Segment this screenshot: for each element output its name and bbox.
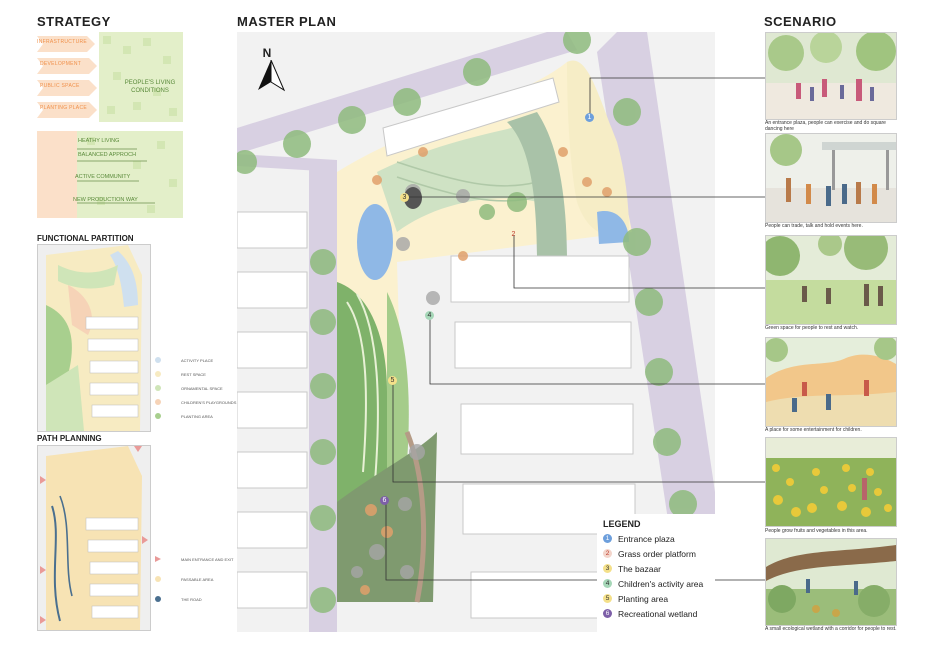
functional-partition-map bbox=[37, 244, 151, 432]
functional-partition-legend: ACTIVITY PLACE REST SPACE ORNAMENTAL SPA… bbox=[155, 353, 236, 423]
legend-label: ACTIVITY PLACE bbox=[181, 357, 214, 363]
legend-label: PASSABLE AREA bbox=[181, 576, 214, 582]
legend-label: MAIN ENTRANCE AND EXIT bbox=[181, 556, 234, 562]
scene-drawing bbox=[766, 236, 896, 324]
entrance-icon bbox=[155, 556, 161, 562]
legend-entry: ORNAMENTAL SPACE bbox=[155, 381, 236, 395]
legend-number: 2 bbox=[603, 549, 612, 558]
legend-entry: THE ROAD bbox=[155, 589, 233, 609]
scenario-caption: An entrance plaza, people can exercise a… bbox=[765, 120, 886, 132]
scenario-caption: A small ecological wetland with a corrid… bbox=[765, 626, 897, 632]
legend-label: Entrance plaza bbox=[618, 533, 675, 544]
legend-title: LEGEND bbox=[603, 519, 641, 529]
north-arrow: N bbox=[257, 46, 286, 94]
master-plan-legend: LEGEND 1 Entrance plaza 2 Grass order plat… bbox=[597, 514, 715, 632]
legend-label: THE ROAD bbox=[181, 596, 202, 602]
scenario-caption: People grow fruits and vegetables in thi… bbox=[765, 528, 868, 534]
legend-label: REST SPACE bbox=[181, 371, 206, 377]
legend-number: 5 bbox=[603, 594, 612, 603]
scene-drawing bbox=[766, 438, 896, 526]
strategy-diagram-bottom bbox=[37, 131, 183, 218]
functional-partition-title: FUNCTIONAL PARTITION bbox=[37, 234, 134, 243]
legend-entry: 6 Recreational wetland bbox=[603, 606, 709, 621]
marker-3: 3 bbox=[400, 193, 409, 202]
marker-1: 1 bbox=[585, 113, 594, 122]
legend-label: PLANTING AREA bbox=[181, 413, 213, 419]
legend-swatch bbox=[155, 399, 161, 405]
scenario-title: SCENARIO bbox=[764, 14, 837, 29]
scenario-image-wetland bbox=[765, 538, 897, 626]
strategy-item: NEW PRODUCTION WAY bbox=[73, 197, 138, 203]
north-arrow-icon bbox=[258, 59, 286, 92]
strategy-item: BALANCED APPROCH bbox=[78, 152, 137, 158]
strategy-item: HEATHY LIVING bbox=[78, 138, 120, 144]
scene-drawing bbox=[766, 134, 896, 222]
legend-swatch bbox=[155, 596, 161, 602]
north-label: N bbox=[262, 46, 272, 60]
legend-entry: CHILDREN'S PLAYGROUNDS bbox=[155, 395, 236, 409]
scenario-image-bazaar bbox=[765, 133, 897, 223]
legend-swatch bbox=[155, 413, 161, 419]
legend-swatch bbox=[155, 385, 161, 391]
legend-label: Planting area bbox=[618, 593, 669, 604]
legend-entry: 1 Entrance plaza bbox=[603, 531, 709, 546]
legend-number: 1 bbox=[603, 534, 612, 543]
strategy-arrow-label: PUBLIC SPACE bbox=[40, 83, 80, 89]
strategy-arrow-label: DEVELOPMENT bbox=[40, 61, 82, 67]
legend-swatch bbox=[155, 371, 161, 377]
path-planning-map bbox=[37, 445, 151, 631]
strategy-diagram-top bbox=[37, 32, 183, 122]
legend-number: 6 bbox=[603, 609, 612, 618]
path-planning-title: PATH PLANNING bbox=[37, 434, 102, 443]
path-planning-legend: MAIN ENTRANCE AND EXIT PASSABLE AREA THE… bbox=[155, 549, 233, 609]
legend-entry: 4 Children's activity area bbox=[603, 576, 709, 591]
legend-entry: 5 Planting area bbox=[603, 591, 709, 606]
scene-drawing bbox=[766, 539, 896, 625]
strategy-arrow-label: PLANTING PLACE bbox=[40, 105, 87, 111]
marker-2: 2 bbox=[511, 231, 516, 238]
strategy-arrow-label: INFRASTRUCTURE bbox=[37, 39, 88, 45]
strategy-item: ACTIVE COMMUNITY bbox=[75, 174, 131, 180]
strategy-background bbox=[37, 32, 183, 122]
scenario-caption: Green space for people to rest and watch… bbox=[765, 325, 859, 331]
legend-label: The bazaar bbox=[618, 563, 661, 574]
master-plan-drawing bbox=[237, 32, 715, 632]
scenario-caption: A place for some entertainment for child… bbox=[765, 427, 862, 433]
master-plan-map bbox=[237, 32, 715, 632]
scenario-image-planting-area bbox=[765, 437, 897, 527]
strategy-conditions: PEOPLE'S LIVING CONDITIONS bbox=[124, 80, 176, 94]
marker-6: 6 bbox=[380, 496, 389, 505]
functional-partition-drawing bbox=[38, 245, 150, 431]
scenario-image-grass-platform bbox=[765, 235, 897, 325]
strategy-background bbox=[37, 131, 183, 218]
strategy-title: STRATEGY bbox=[37, 14, 111, 29]
scenario-caption: People can trade, talk and hold events h… bbox=[765, 223, 863, 229]
legend-label: ORNAMENTAL SPACE bbox=[181, 385, 223, 391]
legend-entry: ACTIVITY PLACE bbox=[155, 353, 236, 367]
legend-label: Grass order platform bbox=[618, 548, 696, 559]
legend-swatch bbox=[155, 357, 161, 363]
legend-entry: 3 The bazaar bbox=[603, 561, 709, 576]
scenario-image-children-area bbox=[765, 337, 897, 427]
marker-4: 4 bbox=[425, 311, 434, 320]
legend-label: CHILDREN'S PLAYGROUNDS bbox=[181, 399, 237, 405]
legend-number: 3 bbox=[603, 564, 612, 573]
legend-entry: REST SPACE bbox=[155, 367, 236, 381]
leader-lines bbox=[715, 77, 765, 581]
scenario-image-entrance-plaza bbox=[765, 32, 897, 120]
legend-entry: MAIN ENTRANCE AND EXIT bbox=[155, 549, 233, 569]
master-plan-title: MASTER PLAN bbox=[237, 14, 337, 29]
legend-swatch bbox=[155, 576, 161, 582]
path-planning-drawing bbox=[38, 446, 150, 630]
marker-5: 5 bbox=[388, 376, 397, 385]
legend-entry: PLANTING AREA bbox=[155, 409, 236, 423]
scene-drawing bbox=[766, 338, 896, 426]
legend-label: Recreational wetland bbox=[618, 608, 698, 619]
legend-entry: PASSABLE AREA bbox=[155, 569, 233, 589]
legend-label: Children's activity area bbox=[618, 578, 704, 589]
scene-drawing bbox=[766, 33, 896, 119]
legend-entry: 2 Grass order platform bbox=[603, 546, 709, 561]
legend-number: 4 bbox=[603, 579, 612, 588]
